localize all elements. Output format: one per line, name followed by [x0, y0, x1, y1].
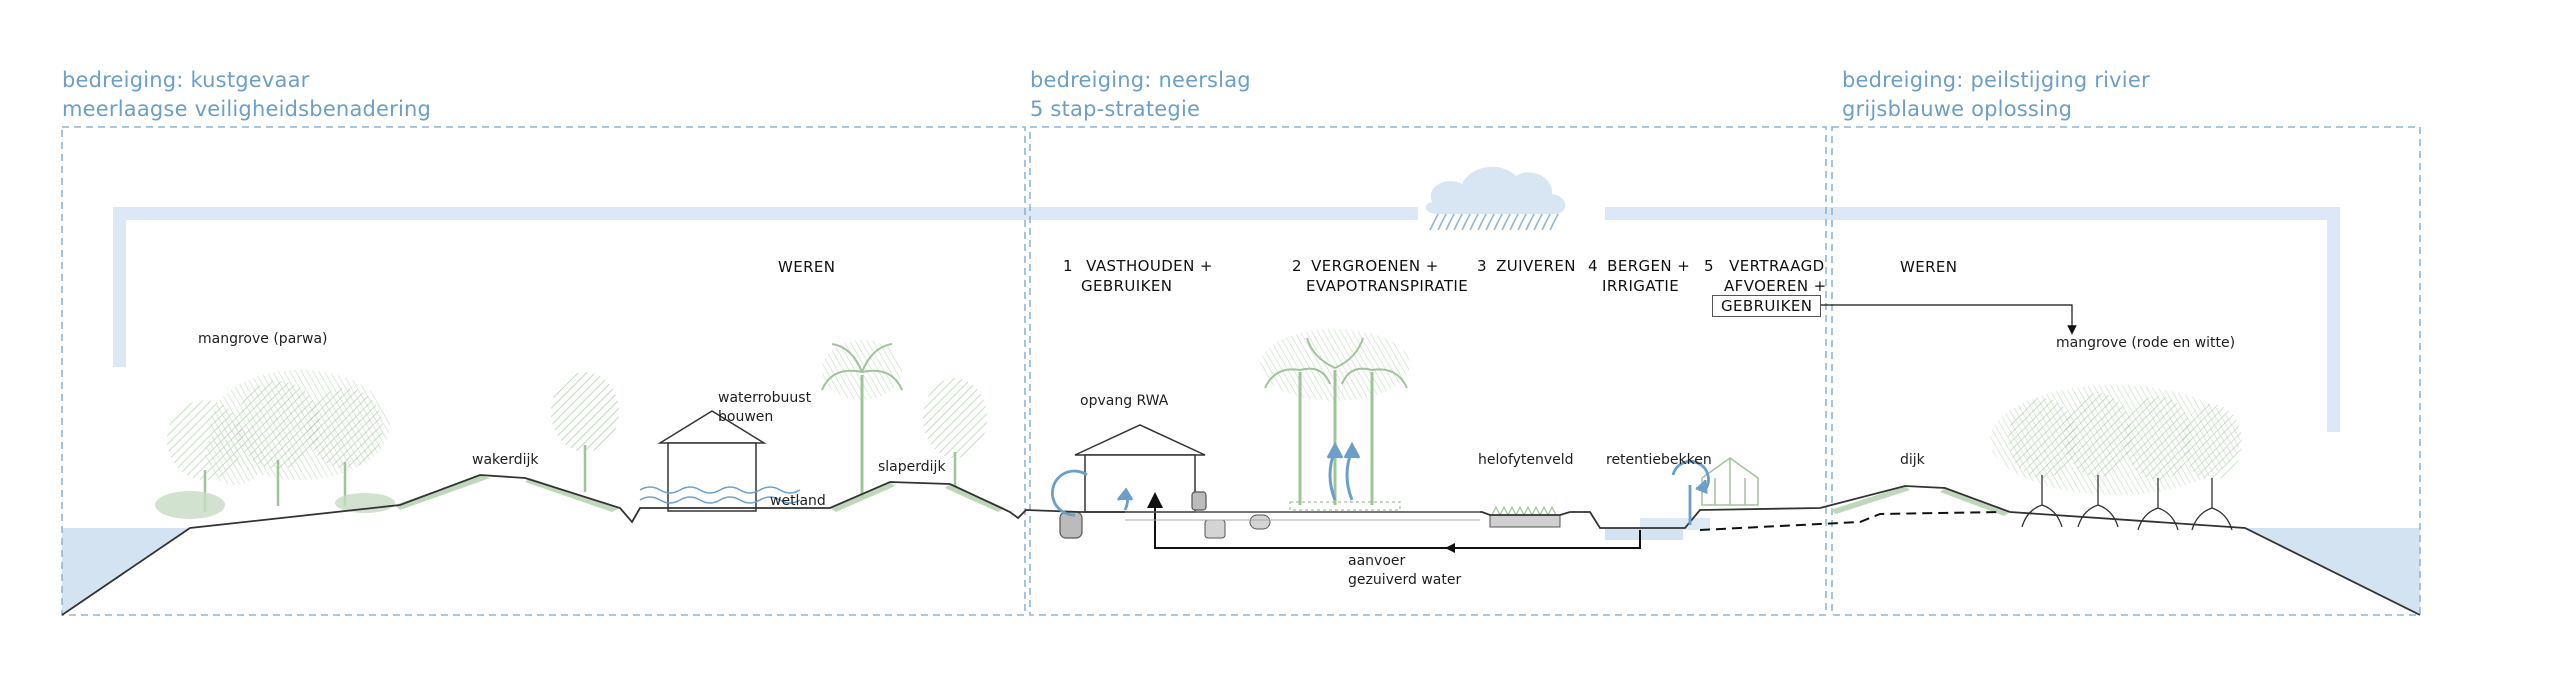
- zone-heading-river: bedreiging: peilstijging rivier grijsbla…: [1842, 66, 2150, 124]
- step-number: 5: [1704, 257, 1714, 275]
- rain-cloud-icon: [1425, 166, 1566, 231]
- waterrobuust-house: [657, 410, 767, 512]
- step-2: 2 VERGROENEN + EVAPOTRANSPIRATIE: [1292, 256, 1468, 296]
- evaporation-arrow-icon: [1326, 441, 1361, 501]
- zone-frame-coast: [61, 126, 1026, 616]
- pipe-system: [1147, 492, 2001, 549]
- pipe-boxes: [1125, 511, 1480, 539]
- helofytenveld-filter: [1489, 505, 1561, 528]
- step-number: 2: [1292, 257, 1302, 275]
- step-title-2: EVAPOTRANSPIRATIE: [1306, 277, 1469, 295]
- ground-profile: [61, 474, 2421, 616]
- label-line: waterrobuust: [718, 390, 812, 406]
- canal-water: [1640, 518, 1710, 530]
- step-title-3: GEBRUIKEN: [1712, 295, 1822, 317]
- step-title-2: IRRIGATIE: [1602, 277, 1680, 295]
- step-5: 5 VERTRAAGD AFVOEREN + GEBRUIKEN: [1704, 256, 1827, 317]
- label-mangrove-rode-witte: mangrove (rode en witte): [2056, 335, 2236, 351]
- wave-lines: [639, 486, 801, 504]
- label-line: gezuiverd water: [1348, 572, 1462, 588]
- greenhouse-icon: [1701, 457, 1759, 506]
- label-wetland: wetland: [770, 493, 826, 509]
- zone-approach: meerlaagse veiligheidsbenadering: [62, 97, 432, 121]
- step-title: ZUIVEREN: [1496, 257, 1576, 275]
- step-title: VASTHOUDEN +: [1086, 257, 1213, 275]
- mangrove-parwa-trees: [155, 370, 395, 519]
- step-title: VERGROENEN +: [1311, 257, 1439, 275]
- house-icon: [1074, 424, 1206, 513]
- water-bodies: [62, 518, 2420, 615]
- broadleaf-tree-2: [923, 378, 987, 488]
- river-connection: [1699, 511, 2001, 531]
- label-opvang-rwa: opvang RWA: [1080, 393, 1169, 409]
- zone-threat: bedreiging: kustgevaar: [62, 68, 310, 92]
- step-weren-left: WEREN: [778, 258, 836, 276]
- label-wakerdijk: wakerdijk: [472, 452, 539, 468]
- protection-band: [113, 207, 2340, 432]
- label-helofytenveld: helofytenveld: [1478, 452, 1574, 468]
- water-tank: [1059, 491, 1207, 539]
- step-3: 3 ZUIVEREN: [1477, 256, 1576, 276]
- zone-frame-rain: [1029, 126, 1827, 616]
- step-1: 1 VASTHOUDEN + GEBRUIKEN: [1063, 256, 1213, 296]
- aanvoer-pipe: [1147, 492, 1641, 549]
- zone-approach: grijsblauwe oplossing: [1842, 97, 2073, 121]
- label-mangrove-parwa: mangrove (parwa): [198, 331, 328, 347]
- step-number: 4: [1588, 257, 1598, 275]
- aanvoer-arrow: [1445, 543, 1455, 553]
- zone-threat: bedreiging: neerslag: [1030, 68, 1251, 92]
- zone-frames: [61, 126, 2421, 616]
- zone-threat: bedreiging: peilstijging rivier: [1842, 68, 2150, 92]
- broadleaf-tree-1: [551, 372, 619, 492]
- step-4: 4 BERGEN + IRRIGATIE: [1588, 256, 1690, 296]
- step-title: VERTRAAGD: [1729, 257, 1825, 275]
- label-retentiebekken: retentiebekken: [1606, 452, 1712, 468]
- mangrove-rode-witte-trees: [1990, 385, 2242, 531]
- step-number: 1: [1063, 257, 1073, 275]
- step-title: BERGEN +: [1607, 257, 1691, 275]
- circular-arrow-icon: [1050, 460, 1710, 525]
- step-title-2: GEBRUIKEN: [1081, 277, 1173, 295]
- palm-group: [1260, 329, 1410, 505]
- label-line: aanvoer: [1348, 553, 1406, 569]
- palm-tree-1: [821, 340, 903, 498]
- step-number: 3: [1477, 257, 1487, 275]
- zone-frame-river: [1831, 126, 2421, 616]
- step-title-2: AFVOEREN +: [1724, 277, 1827, 295]
- retention-water: [1605, 528, 1683, 540]
- zone-approach: 5 stap-strategie: [1030, 97, 1201, 121]
- label-slaperdijk: slaperdijk: [878, 459, 946, 475]
- zone-heading-rain: bedreiging: neerslag 5 stap-strategie: [1030, 66, 1251, 124]
- zone-heading-coast: bedreiging: kustgevaar meerlaagse veilig…: [62, 66, 431, 124]
- label-line: bouwen: [718, 409, 774, 425]
- leader-line: [1810, 304, 2077, 335]
- vegetation: [155, 329, 2242, 531]
- step-weren-right: WEREN: [1900, 258, 1958, 276]
- label-waterrobuust: waterrobuust bouwen: [718, 389, 811, 427]
- label-aanvoer: aanvoer gezuiverd water: [1348, 552, 1461, 590]
- dashed-outline: [1289, 501, 1401, 511]
- label-dijk: dijk: [1900, 452, 1925, 468]
